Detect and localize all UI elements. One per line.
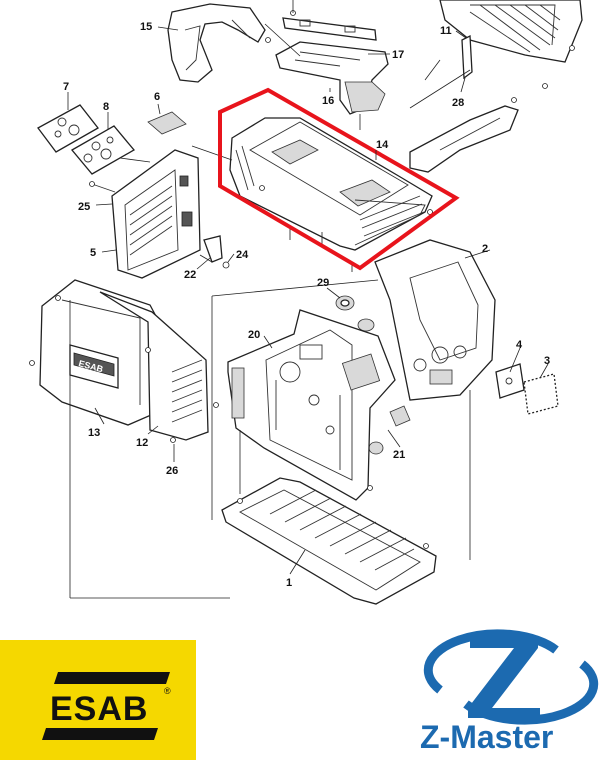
callout-5: 5 [90, 247, 96, 259]
part-6-plate [147, 111, 187, 135]
callout-25: 25 [78, 201, 90, 213]
esab-logo: ESAB ® [0, 640, 196, 760]
callout-29: 29 [317, 277, 329, 289]
side-handle-arm [409, 97, 519, 173]
part-25-screw [89, 181, 116, 193]
callout-26: 26 [166, 465, 178, 477]
side-grille-vents [171, 359, 203, 423]
esab-registered-mark: ® [164, 686, 171, 696]
callout-14: 14 [376, 139, 389, 151]
callout-17: 17 [392, 49, 404, 61]
callout-28: 28 [452, 97, 464, 109]
part-4-plate [495, 363, 525, 399]
part-8-gasket [71, 125, 135, 175]
part-20-screws [213, 402, 373, 491]
callout-6: 6 [154, 91, 160, 103]
part-22-bracket [203, 235, 223, 263]
callout-3: 3 [544, 355, 550, 367]
callout-20: 20 [248, 329, 260, 341]
cover-logo-plate: ESAB [69, 344, 119, 389]
tray-slots [269, 489, 415, 571]
zmaster-logo: Z-Master [420, 629, 599, 755]
callout-12: 12 [136, 437, 148, 449]
callout-16: 16 [322, 95, 334, 107]
part-14-top-housing [229, 117, 433, 272]
callout-7: 7 [63, 81, 69, 93]
part-12-side-grille [55, 291, 209, 443]
callout-leaders [67, 26, 549, 575]
part-28-clip [460, 34, 473, 93]
zmaster-wordmark: Z-Master [420, 719, 553, 755]
zmaster-emblem [423, 629, 599, 725]
part-13-side-cover: ESAB [29, 279, 159, 426]
panel-grille [469, 4, 561, 53]
part-24-screw [222, 261, 230, 269]
part-1-base-tray [221, 477, 437, 605]
highlight-outline [218, 87, 460, 271]
callout-13: 13 [88, 427, 100, 439]
part-17-top-handle [282, 0, 377, 41]
part-5-front-panel [111, 149, 201, 279]
callouts: 1 2 3 4 5 6 7 8 11 12 13 14 15 16 17 20 … [63, 21, 550, 589]
housing-ribs [235, 145, 425, 237]
callout-11: 11 [440, 25, 452, 37]
esab-logo-wordmark: ESAB [50, 690, 148, 728]
callout-24: 24 [236, 249, 249, 261]
part-7-label [37, 104, 99, 153]
part-16-handle-base [275, 41, 389, 115]
assembly-guide-lines [69, 23, 471, 599]
part-11-right-panel [439, 0, 583, 89]
callout-15: 15 [140, 21, 152, 33]
callout-22: 22 [184, 269, 196, 281]
part-3-label [523, 373, 559, 415]
part-15-handle-bracket [167, 3, 271, 83]
callout-8: 8 [103, 101, 109, 113]
callout-4: 4 [516, 339, 523, 351]
part-2-rear-panel [374, 239, 496, 401]
callout-1: 1 [286, 577, 292, 589]
callout-2: 2 [482, 243, 488, 255]
part-20-chassis-plate [227, 309, 396, 501]
front-panel-vents [129, 185, 173, 256]
callout-21: 21 [393, 449, 405, 461]
part-29-grommet [335, 295, 375, 332]
